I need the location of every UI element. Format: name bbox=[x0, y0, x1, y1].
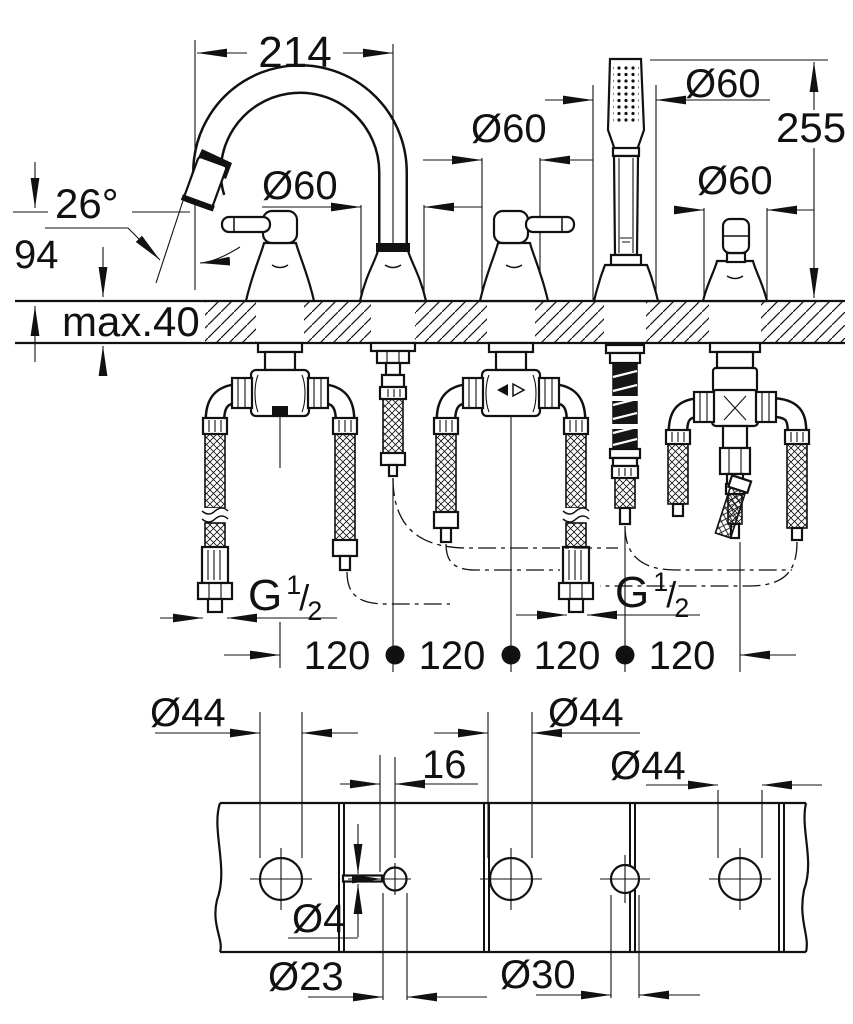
dim-label-handshower-dia: Ø60 bbox=[685, 62, 761, 106]
supply-hose bbox=[664, 428, 692, 518]
dim-large-hole-2: Ø44 bbox=[434, 691, 640, 738]
spout-supply-shank bbox=[369, 341, 417, 478]
elevation-view: 214 26° 94 max.40 Ø60 Ø60 bbox=[13, 28, 846, 678]
supply-hose bbox=[331, 416, 359, 572]
dim-hole-spacing: 120 120 120 120 bbox=[224, 634, 796, 678]
dim-label-right-handle-dia: Ø60 bbox=[697, 159, 773, 203]
dim-label-spacing-4: 120 bbox=[649, 634, 716, 678]
drill-holes bbox=[250, 848, 771, 910]
dim-right-handle-dia: Ø60 bbox=[674, 159, 814, 215]
drilling-plan-view: Ø44 16 Ø44 Ø44 Ø4 Ø23 bbox=[150, 691, 822, 1002]
dim-mid-handle-dia: Ø60 bbox=[423, 107, 593, 165]
dim-handshower-height: 255 bbox=[776, 62, 846, 298]
dim-pilot-hole: Ø4 bbox=[288, 824, 382, 941]
dim-label-spout-angle: 26° bbox=[55, 180, 119, 227]
dim-label-offset-16: 16 bbox=[422, 743, 467, 787]
shower-hose-guide bbox=[612, 362, 638, 450]
deck-section bbox=[15, 299, 845, 345]
handshower-connection bbox=[604, 343, 646, 526]
flow-direction-icon bbox=[512, 382, 526, 398]
dim-label-handshower-height: 255 bbox=[776, 104, 846, 151]
hand-shower bbox=[592, 57, 660, 303]
shower-hose-diagonal bbox=[714, 473, 753, 539]
plate-break-right bbox=[801, 802, 810, 953]
hose-routing-lines bbox=[346, 477, 798, 605]
middle-handle-lever bbox=[524, 215, 576, 234]
dim-spout-reach: 214 bbox=[197, 28, 393, 77]
chain-dot bbox=[615, 645, 635, 665]
dim-offset-16: 16 bbox=[340, 743, 478, 789]
center-lines bbox=[279, 416, 741, 672]
spout bbox=[180, 44, 428, 303]
left-valve-assembly bbox=[196, 341, 359, 614]
dim-label-spout-base-dia: Ø60 bbox=[262, 164, 338, 208]
dim-label-mid-handle-dia: Ø60 bbox=[471, 107, 547, 151]
diverter-valve-assembly bbox=[664, 341, 811, 542]
dim-shower-hole: Ø30 bbox=[500, 895, 700, 1000]
left-handle bbox=[220, 209, 316, 303]
supply-hose bbox=[196, 416, 234, 614]
spout-aerator bbox=[180, 156, 228, 212]
dim-deck-thickness: max.40 bbox=[30, 298, 200, 376]
spray-face-dots bbox=[613, 66, 639, 124]
chain-dot bbox=[501, 645, 521, 665]
chain-dot bbox=[385, 645, 405, 665]
dim-label-large-hole-3: Ø44 bbox=[610, 744, 686, 788]
middle-handle bbox=[478, 209, 576, 303]
dim-spout-base-dia: Ø60 bbox=[262, 164, 482, 212]
hand-shower-handle bbox=[612, 154, 640, 257]
dim-label-large-hole-1: Ø44 bbox=[150, 691, 226, 735]
flow-direction-icon bbox=[497, 384, 508, 396]
supply-hose bbox=[783, 428, 811, 542]
handshower-logo-mark bbox=[620, 237, 632, 243]
plate-break-left bbox=[214, 802, 223, 953]
dim-spout-angle: 26° bbox=[45, 180, 241, 266]
dim-label-outlet-height: 94 bbox=[14, 233, 59, 277]
dim-outlet-height: 94 bbox=[14, 162, 108, 297]
supply-hose bbox=[557, 416, 595, 614]
dim-large-hole-1: Ø44 bbox=[150, 691, 358, 738]
dim-label-shower-hole: Ø30 bbox=[500, 953, 576, 997]
dim-label-large-hole-2: Ø44 bbox=[548, 691, 624, 735]
left-handle-lever bbox=[220, 215, 272, 234]
dim-label-spout-hole: Ø23 bbox=[268, 955, 344, 999]
diverter-knob bbox=[701, 217, 769, 303]
dim-label-spacing-3: 120 bbox=[534, 634, 601, 678]
middle-valve-assembly bbox=[432, 341, 595, 614]
dim-spout-hole: Ø23 bbox=[268, 893, 487, 1002]
supply-hose bbox=[432, 416, 460, 544]
spout-base-cone bbox=[358, 248, 428, 303]
dim-label-deck-thickness: max.40 bbox=[62, 298, 200, 345]
dim-label-spacing-1: 120 bbox=[304, 634, 371, 678]
shower-holder bbox=[592, 263, 660, 303]
dim-label-pilot-hole: Ø4 bbox=[292, 897, 345, 941]
dim-handshower-dia: Ø60 bbox=[545, 62, 770, 106]
dim-label-spout-reach: 214 bbox=[258, 28, 331, 77]
dim-label-spacing-2: 120 bbox=[419, 634, 486, 678]
below-deck-plumbing bbox=[196, 341, 811, 672]
dim-large-hole-3: Ø44 bbox=[610, 744, 822, 790]
